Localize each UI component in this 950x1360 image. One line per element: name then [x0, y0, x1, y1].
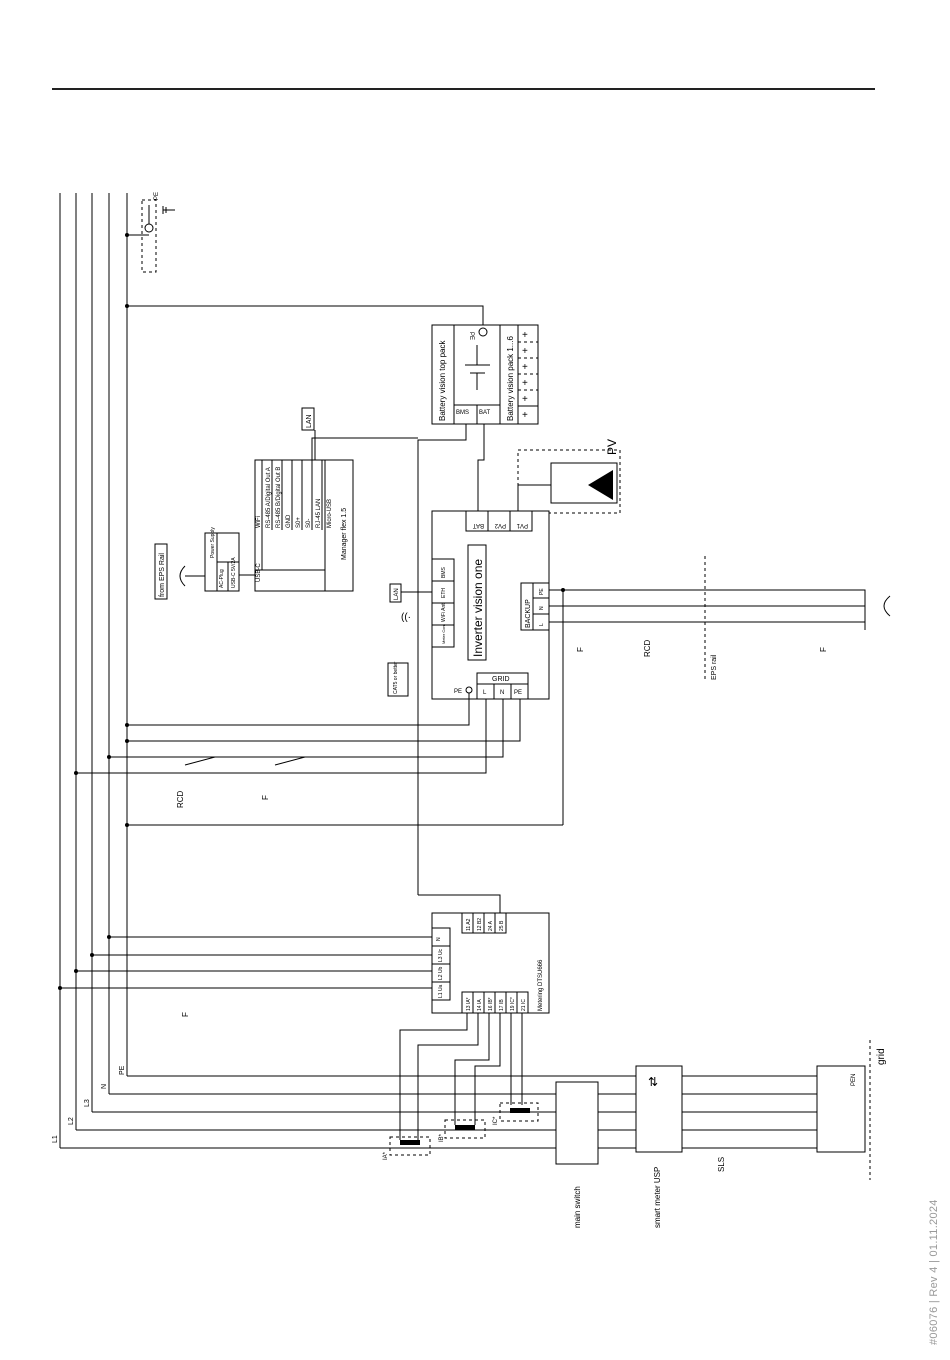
inverter-port-eth: ETH — [441, 588, 447, 598]
meter-pin-24: 24 A — [488, 920, 494, 931]
battery-bat-port: BAT — [479, 410, 491, 416]
psu-spec: USB-C 5V/2A — [231, 557, 237, 588]
manager-port-usb: Micro-USB — [327, 499, 333, 528]
grid-fuse-block: PEN grid — [816, 1048, 887, 1153]
svg-text:+: + — [522, 394, 528, 405]
header-rule — [52, 88, 875, 90]
bidirectional-arrows-icon: ⇅ — [648, 1075, 658, 1089]
rail-label-l1: L1 — [52, 1135, 59, 1143]
grid-pin-n: N — [500, 690, 504, 696]
conductor-rails: L1 L2 L3 N PE — [52, 193, 128, 1148]
manager-port-lan: RJ-45 LAN — [316, 499, 322, 528]
rail-label-n: N — [101, 1084, 108, 1089]
backup-pin-n: N — [539, 606, 545, 610]
manager-title: Manager flex 1.5 — [341, 508, 348, 560]
inverter-grid-label: GRID — [492, 676, 510, 683]
grid-pin-pe: PE — [514, 690, 522, 696]
battery-stack: Battery vision top pack Battery vision p… — [431, 324, 539, 425]
meter-pin-25: 25 B — [499, 920, 505, 931]
svg-text:+: + — [522, 410, 528, 421]
inverter-port-wifi: WiFi Ant. — [441, 602, 447, 622]
main-switch: main switch — [555, 1081, 599, 1228]
inverter: BAT PV2 PV1 BMS ETH WiFi Ant. Meter Com … — [387, 510, 550, 700]
inverter-port-meter: Meter Com — [441, 624, 446, 644]
manager-usbc-label: USB-C — [256, 563, 262, 582]
svg-text:+: + — [522, 330, 528, 341]
main-switch-label: main switch — [573, 1186, 582, 1228]
pe-earth-terminal: PE — [125, 192, 175, 273]
battery-cells: + + + + + + — [518, 330, 538, 421]
meter-pin-16: 16 IB* — [488, 997, 494, 1011]
smart-meter-usp: smart meter USP ⇅ — [635, 1065, 683, 1228]
meter-title: Metering DTSU666 — [538, 959, 544, 1011]
ct-a-star: IA* — [383, 1151, 389, 1160]
inverter-port-bat: BAT — [472, 522, 484, 528]
pen-label: PEN — [851, 1074, 857, 1086]
manager-port-rs485b: RS-485 B/Digital Out B — [276, 467, 282, 528]
pv-module: PV — [517, 439, 621, 514]
smart-meter-label: smart meter USP — [653, 1167, 662, 1228]
meter-pin-l1: L1 Ua — [438, 984, 444, 998]
cat5-label: CAT5 or better — [393, 661, 399, 694]
svg-text:+: + — [522, 378, 528, 389]
backup-pin-l: L — [539, 623, 545, 626]
meter-pin-12: 12 B2 — [477, 918, 483, 931]
svg-text:+: + — [522, 362, 528, 373]
manager-port-wifi: WiFi — [256, 516, 262, 528]
f-label-4: F — [181, 1012, 190, 1017]
manager-port-gnd: GND — [286, 514, 292, 528]
meter-pin-l2: L2 Ub — [438, 966, 444, 980]
sls-label: SLS — [717, 1157, 726, 1172]
manager-port-s0minus: S0- — [306, 519, 312, 528]
meter-pin-n: N — [436, 937, 442, 941]
manager-lan-label: LAN — [306, 414, 313, 428]
f-label-3: F — [819, 647, 828, 652]
grid-label: grid — [876, 1048, 887, 1065]
metering-dtsu666: 11 A2 12 B2 24 A 25 B N L3 Uc L2 Ub L1 U… — [431, 912, 550, 1014]
meter-pin-19: 19 IC* — [510, 997, 516, 1011]
rcd-label-1: RCD — [176, 790, 185, 808]
pe-earth-label: PE — [154, 192, 160, 200]
manager-port-rs485a: RS-485 A/Digital Out A — [266, 467, 272, 528]
meter-pin-11: 11 A2 — [466, 918, 472, 931]
manager-port-s0plus: S0+ — [296, 517, 302, 528]
inverter-backup-label: BACKUP — [525, 599, 532, 628]
rail-label-l2: L2 — [68, 1117, 75, 1125]
svg-text:+: + — [522, 346, 528, 357]
battery-pe-label: PE — [468, 332, 474, 340]
f-label-2: F — [576, 647, 585, 652]
rail-label-l3: L3 — [84, 1099, 91, 1107]
ct-b-star: IB* — [439, 1133, 445, 1142]
meter-pin-l3: L3 Uc — [438, 948, 444, 962]
inverter-port-pv2: PV2 — [494, 522, 506, 528]
pv-label: PV — [605, 439, 619, 455]
eps-rail-label: EPS rail — [711, 654, 718, 680]
inverter-lan-label: LAN — [394, 588, 400, 600]
ct-c-star: IC* — [493, 1116, 499, 1125]
f-label-1: F — [261, 795, 270, 800]
backup-pin-pe: PE — [539, 588, 545, 595]
battery-bms-port: BMS — [456, 410, 469, 416]
rail-label-pe: PE — [119, 1065, 126, 1075]
grid-breakers: RCD F — [176, 756, 306, 808]
document-reference: #06076 | Rev 4 | 01.11.2024 — [928, 1199, 940, 1345]
rcd-label-2: RCD — [643, 639, 652, 657]
from-eps-rail-label: from EPS Rail — [159, 553, 166, 597]
inverter-port-bms: BMS — [441, 567, 447, 579]
meter-pin-17: 17 IB — [499, 999, 505, 1011]
meter-pin-13: 13 IA* — [466, 997, 472, 1011]
inverter-port-pv1: PV1 — [516, 522, 528, 528]
grid-pin-l: L — [483, 690, 487, 696]
meter-pin-14: 14 IA — [477, 999, 483, 1011]
inverter-title: Inverter vision one — [471, 559, 485, 657]
manager-flex: WiFi RS-485 A/Digital Out A RS-485 B/Dig… — [154, 407, 354, 600]
psu-label: Power Supply — [210, 527, 216, 558]
battery-pack-label: Battery vision pack 1...6 — [506, 336, 515, 421]
meter-pin-21: 21 IC — [521, 999, 527, 1011]
battery-top-pack-label: Battery vision top pack — [438, 340, 447, 421]
inverter-pe-label: PE — [454, 689, 462, 695]
wifi-icon: ((· — [401, 612, 411, 623]
psu-ac-plug: AC-Plug — [219, 569, 225, 588]
